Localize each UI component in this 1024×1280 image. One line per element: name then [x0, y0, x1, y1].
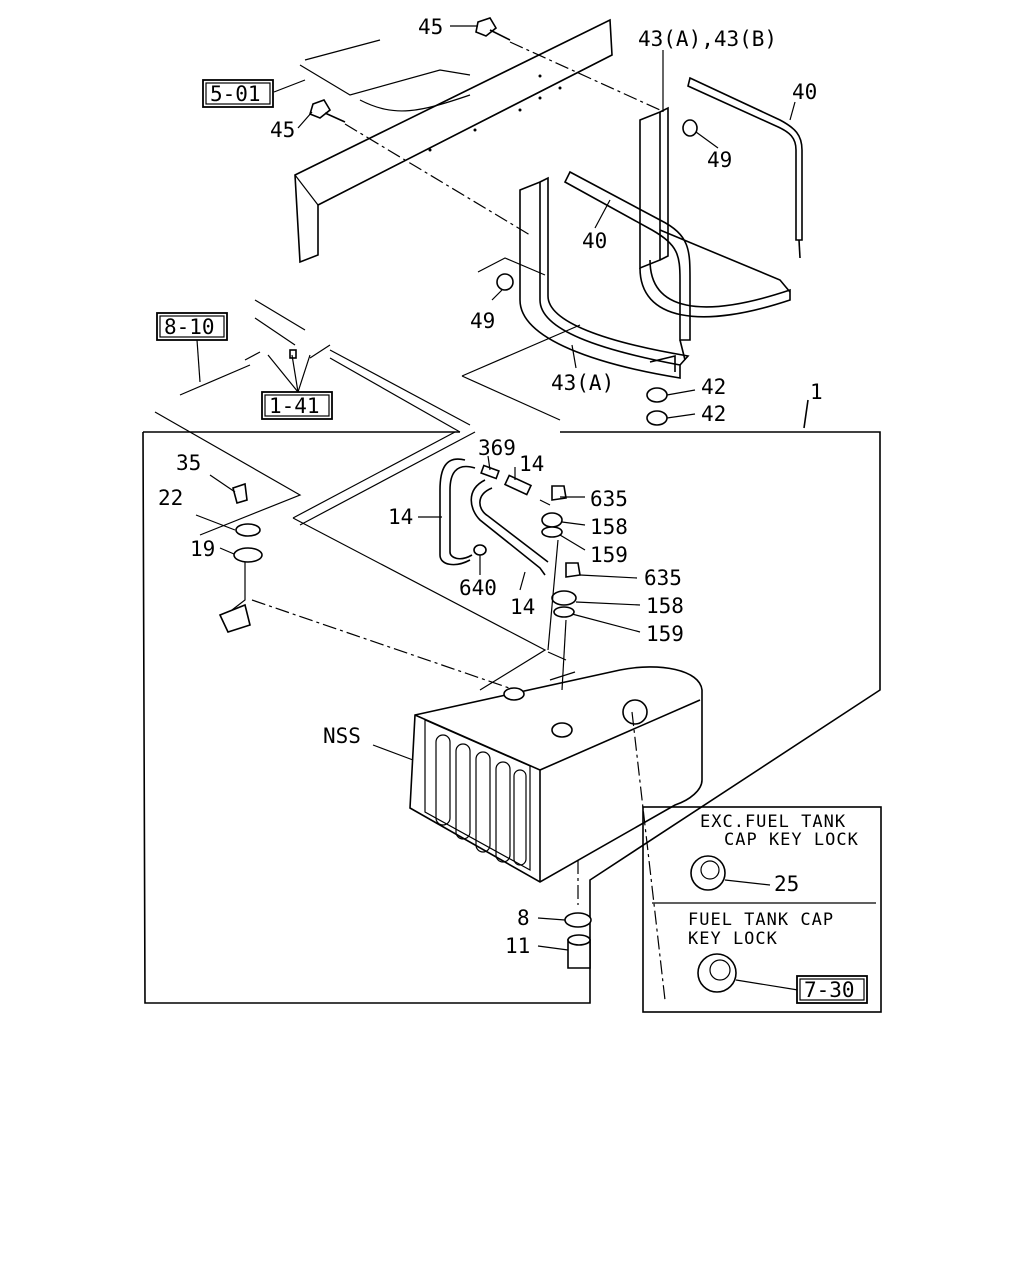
hose-14-mid — [470, 479, 549, 576]
callout-159-b: 159 — [646, 622, 684, 646]
grommet-158-b — [551, 590, 577, 606]
inset-key-line1: FUEL TANK CAP — [688, 910, 834, 930]
callout-369: 369 — [478, 436, 516, 460]
nut-49-left — [496, 273, 514, 291]
nut-42-a — [646, 387, 668, 403]
callout-45-left: 45 — [270, 118, 295, 142]
callout-40-right: 40 — [792, 80, 817, 104]
bolt-45-left — [309, 99, 346, 123]
gasket-8 — [564, 912, 592, 928]
inset-notes: EXC.FUEL TANK CAP KEY LOCK FUEL TANK CAP… — [688, 812, 859, 949]
frame-rail — [294, 18, 613, 264]
drain-plug-11 — [567, 934, 591, 969]
callout-19: 19 — [190, 537, 215, 561]
callout-14-left: 14 — [388, 505, 413, 529]
svg-text:5-01: 5-01 — [210, 82, 261, 106]
callout-45-top: 45 — [418, 15, 443, 39]
callout-8: 8 — [517, 906, 530, 930]
nut-42-b — [646, 410, 668, 426]
tank-ribs — [435, 734, 527, 866]
fuel-sender-unit — [218, 482, 516, 691]
inset-cap-options — [642, 806, 882, 1013]
band-40-mid — [563, 170, 691, 361]
ref-box-1-41[interactable]: 1-41 — [261, 391, 333, 420]
frame-rail-holes — [428, 74, 562, 152]
bracket-43a-43b — [639, 106, 791, 318]
hose-14-left — [439, 458, 476, 566]
callout-22: 22 — [158, 486, 183, 510]
inset-key-line2: KEY LOCK — [688, 929, 778, 949]
clamp-159-b — [553, 606, 575, 618]
callout-35: 35 — [176, 451, 201, 475]
bracket-43a — [519, 176, 690, 379]
clamp-159-a — [541, 526, 563, 538]
callout-49-left: 49 — [470, 309, 495, 333]
bolt-635-a — [539, 485, 567, 506]
inset-exc-line1: EXC.FUEL TANK — [700, 812, 846, 832]
callout-635-b: 635 — [644, 566, 682, 590]
bolt-45-top — [475, 17, 511, 41]
ref-box-5-01[interactable]: 5-01 — [202, 79, 274, 108]
callout-43a: 43(A) — [551, 371, 614, 395]
fuel-cap-25 — [690, 855, 771, 891]
svg-text:1-41: 1-41 — [269, 394, 320, 418]
callout-42-b: 42 — [701, 402, 726, 426]
callout-25: 25 — [774, 872, 799, 896]
callout-14-top: 14 — [519, 452, 544, 476]
grommet-158-a — [541, 512, 563, 528]
assembly-1-outline — [142, 431, 881, 1004]
part-callouts: 45 45 43(A),43(B) 40 40 49 49 43(A) 42 4… — [158, 15, 823, 958]
fuel-cap-key-lock — [697, 953, 799, 993]
fitting-369 — [480, 464, 500, 480]
callout-1: 1 — [810, 380, 823, 404]
ref-box-8-10[interactable]: 8-10 — [156, 312, 228, 341]
callout-42-a: 42 — [701, 375, 726, 399]
svg-text:7-30: 7-30 — [804, 978, 855, 1002]
callout-14-bottom: 14 — [510, 595, 535, 619]
ref-box-7-30[interactable]: 7-30 — [796, 975, 868, 1004]
callout-49-right: 49 — [707, 148, 732, 172]
hose-14-right — [503, 474, 533, 496]
callout-158-b: 158 — [646, 594, 684, 618]
band-40-right — [687, 76, 803, 259]
wiring-harness — [154, 299, 547, 691]
callout-11: 11 — [505, 934, 530, 958]
leader-lines — [195, 25, 796, 951]
callout-40-mid: 40 — [582, 229, 607, 253]
callout-159-a: 159 — [590, 543, 628, 567]
svg-text:8-10: 8-10 — [164, 315, 215, 339]
bolt-635-b — [565, 562, 581, 578]
callout-635-a: 635 — [590, 487, 628, 511]
callout-43ab: 43(A),43(B) — [638, 27, 777, 51]
callout-158-a: 158 — [590, 515, 628, 539]
clip-640 — [473, 544, 487, 556]
fuel-tank — [409, 666, 703, 883]
callout-640: 640 — [459, 576, 497, 600]
nut-49-right — [682, 119, 698, 137]
inset-exc-line2: CAP KEY LOCK — [724, 830, 859, 850]
callout-nss: NSS — [323, 724, 361, 748]
